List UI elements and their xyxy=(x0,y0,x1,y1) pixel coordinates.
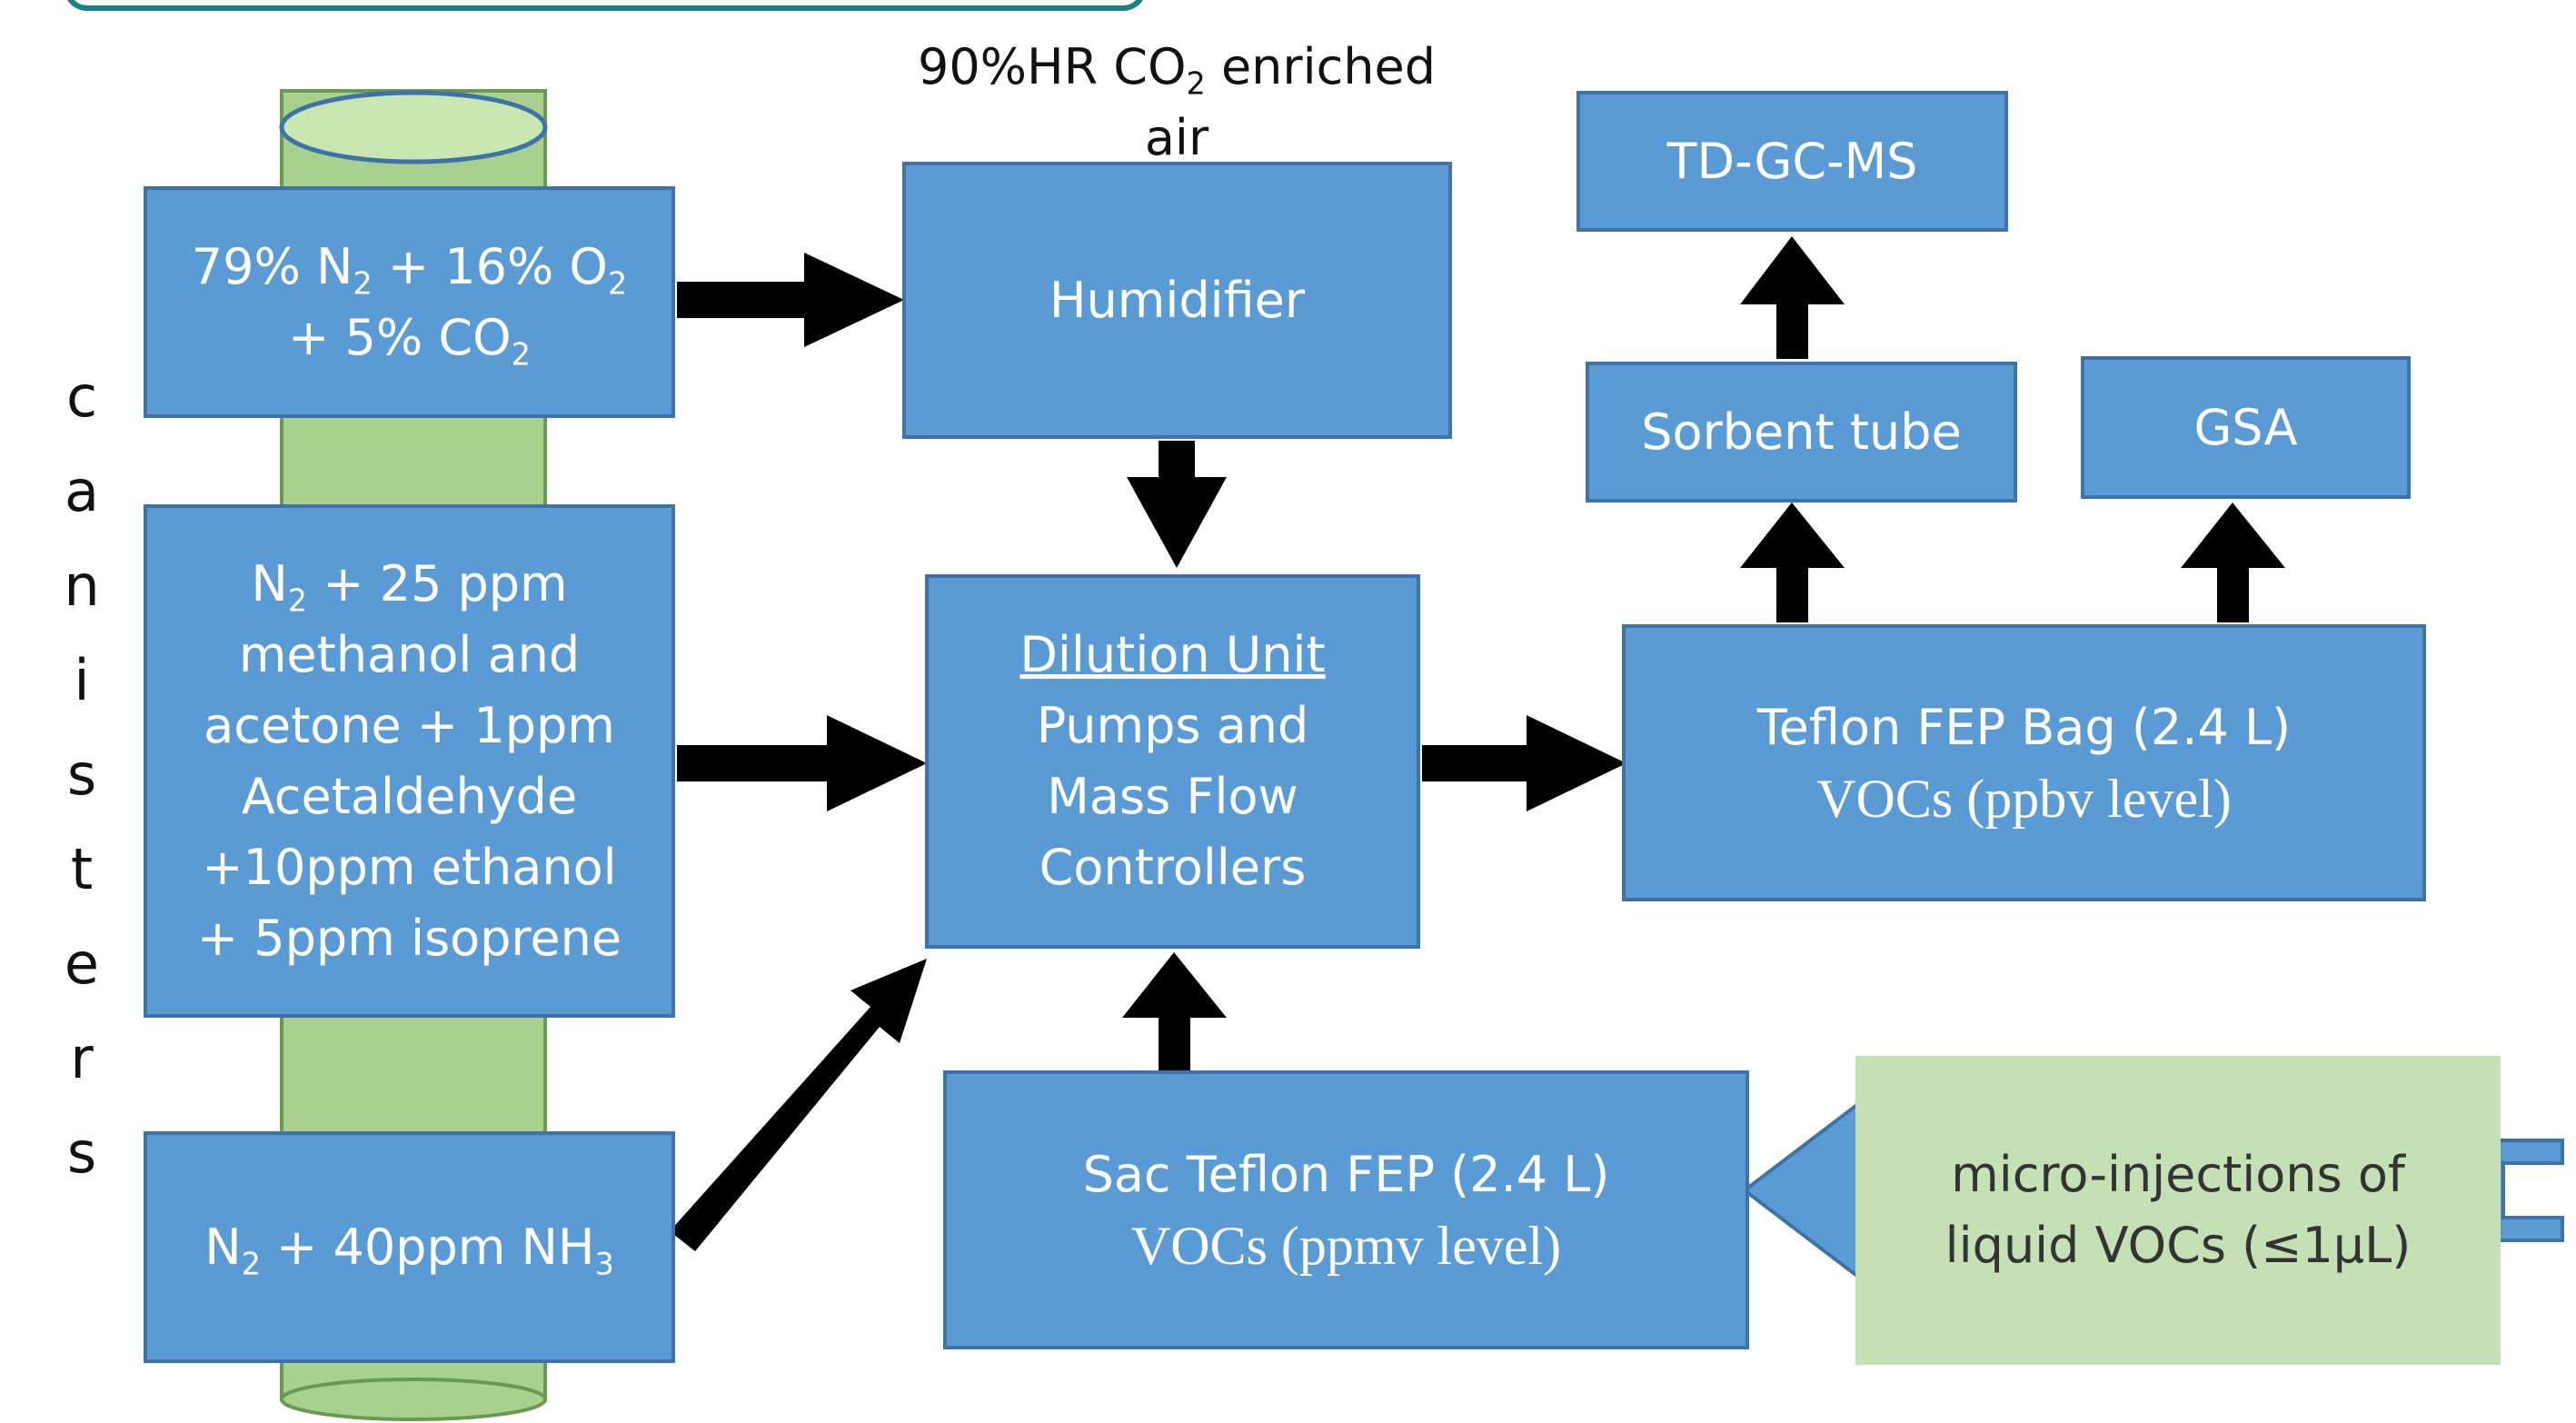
side-label-letter: c xyxy=(65,363,98,430)
arrow-humidifier-to-dilution xyxy=(1127,441,1227,568)
teflon-bag-line-2: VOCs (ppbv level) xyxy=(1816,768,2232,829)
side-label-letter: s xyxy=(66,1119,97,1186)
dilution-unit-title: Dilution Unit xyxy=(1019,626,1326,683)
micro-injections-line-2: liquid VOCs (≤1µL) xyxy=(1944,1217,2412,1274)
arrow-voc-to-dilution xyxy=(677,715,927,811)
voc-line-5: +10ppm ethanol xyxy=(202,838,617,896)
arrow-sac-to-dilution xyxy=(1122,952,1227,1072)
td-gc-ms-label: TD-GC-MS xyxy=(1666,132,1918,190)
arrow-sorbent-to-tdgcms xyxy=(1740,236,1845,359)
gsa-label: GSA xyxy=(2193,398,2298,456)
voc-line-6: + 5ppm isoprene xyxy=(196,909,622,967)
teflon-bag-box: Teflon FEP Bag (2.4 L) VOCs (ppbv level) xyxy=(1622,624,2426,901)
humidifier-box: Humidifier xyxy=(902,162,1452,439)
arrow-nh3-to-dilution xyxy=(670,959,927,1251)
side-label-letter: a xyxy=(65,458,99,524)
side-label-letter: t xyxy=(70,836,94,902)
sorbent-tube-box: Sorbent tube xyxy=(1586,362,2017,503)
sac-teflon-line-1: Sac Teflon FEP (2.4 L) xyxy=(1082,1145,1610,1203)
dilution-line-1: Pumps and xyxy=(1036,697,1309,754)
td-gc-ms-box: TD-GC-MS xyxy=(1576,91,2008,232)
side-label-letter: s xyxy=(66,741,97,808)
arrow-gasmix-to-humidifier xyxy=(677,253,904,347)
arrow-dilution-to-bag xyxy=(1422,715,1626,811)
voc-line-3: acetone + 1ppm xyxy=(204,696,615,754)
teflon-bag-line-1: Teflon FEP Bag (2.4 L) xyxy=(1756,698,2292,756)
voc-line-4: Acetaldehyde xyxy=(241,767,578,825)
side-label-letter: n xyxy=(64,552,100,619)
nh3-canister-box: N2 + 40ppm NH3 xyxy=(144,1131,675,1363)
humidifier-label: Humidifier xyxy=(1049,271,1306,329)
micro-injections-box: micro-injections of liquid VOCs (≤1µL) xyxy=(1855,1056,2501,1365)
sac-teflon-line-2: VOCs (ppmv level) xyxy=(1130,1215,1562,1276)
voc-canister-box: N2 + 25 ppm methanol and acetone + 1ppm … xyxy=(144,504,675,1018)
dilution-line-2: Mass Flow xyxy=(1047,768,1298,825)
micro-injections-line-1: micro-injections of xyxy=(1951,1146,2405,1203)
side-label-letter: e xyxy=(64,930,100,997)
dilution-unit-box: Dilution Unit Pumps and Mass Flow Contro… xyxy=(925,574,1420,949)
side-label-letter: i xyxy=(74,647,90,713)
sorbent-tube-label: Sorbent tube xyxy=(1641,403,1962,461)
arrow-bag-to-gsa xyxy=(2181,503,2285,622)
side-label-letter: r xyxy=(70,1025,94,1091)
dilution-line-3: Controllers xyxy=(1039,839,1307,896)
gas-mix-canister-box: 79% N2 + 16% O2 + 5% CO2 xyxy=(144,186,675,418)
sac-teflon-box: Sac Teflon FEP (2.4 L) VOCs (ppmv level) xyxy=(943,1070,1749,1349)
gsa-box: GSA xyxy=(2081,356,2411,499)
arrow-bag-to-sorbent xyxy=(1740,503,1845,622)
voc-line-2: methanol and xyxy=(238,625,581,683)
